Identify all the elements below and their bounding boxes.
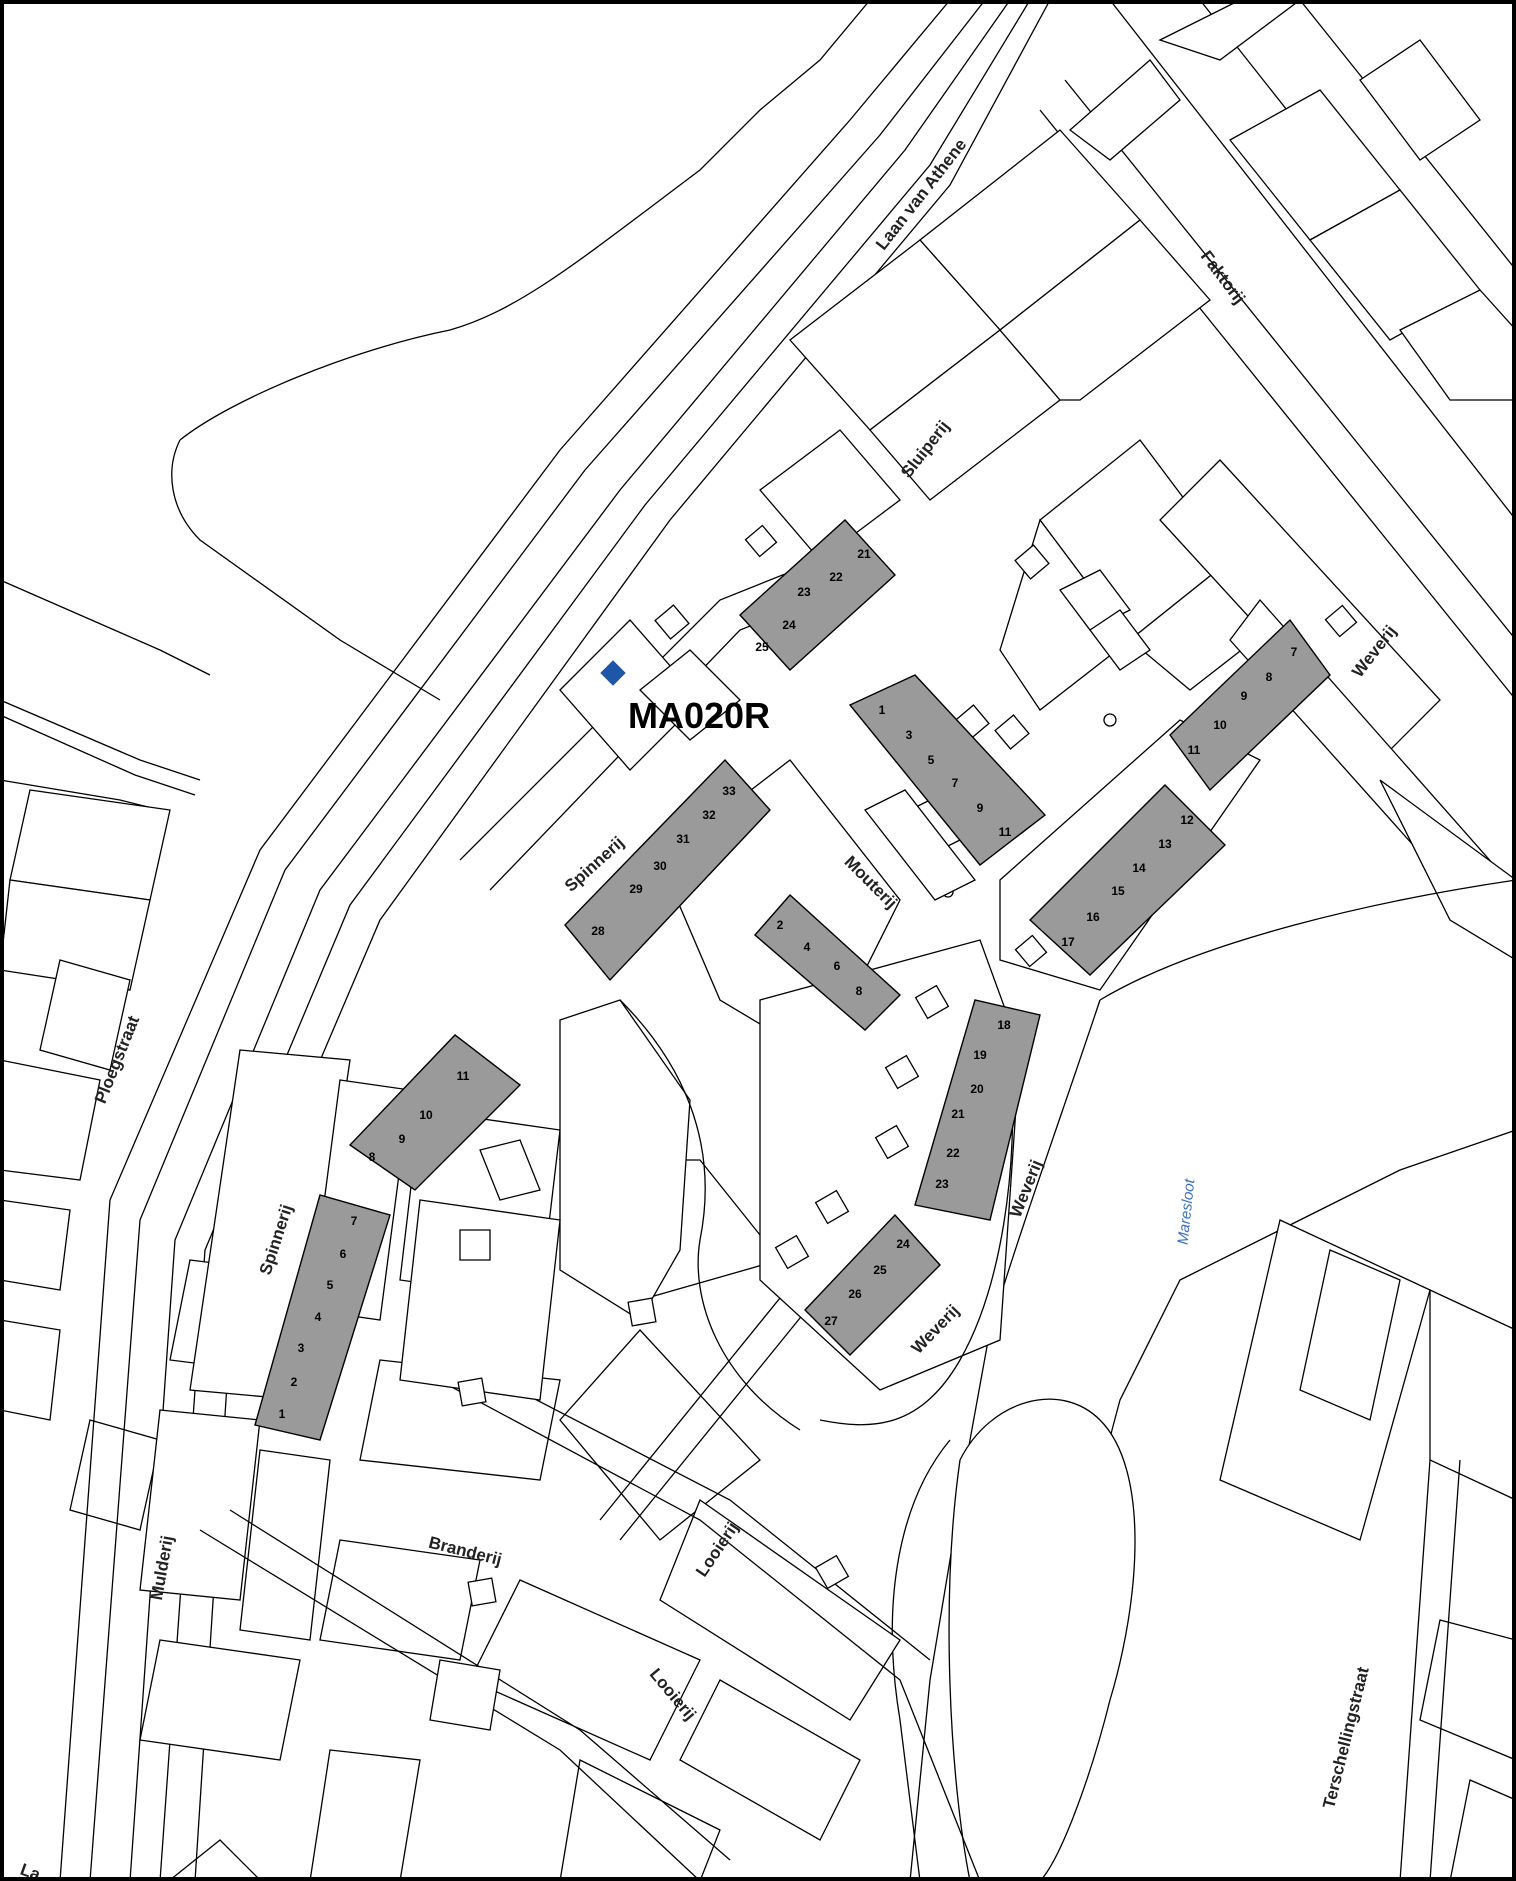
house-number: 15 [1111,884,1125,898]
house-number: 27 [824,1314,838,1328]
house-number: 3 [298,1341,305,1355]
house-number: 8 [856,984,863,998]
house-number: 26 [848,1287,862,1301]
house-number: 9 [1241,689,1248,703]
house-number: 9 [977,801,984,815]
house-number: 33 [722,784,736,798]
house-number: 4 [315,1310,322,1324]
house-number: 23 [935,1177,949,1191]
house-number: 22 [829,570,843,584]
water-label-maresloot: Maresloot [1175,1177,1199,1245]
house-number: 19 [973,1048,987,1062]
house-number: 25 [873,1263,887,1277]
house-number: 23 [797,585,811,599]
house-number: 32 [702,808,716,822]
house-number: 11 [457,1069,470,1083]
house-number: 5 [327,1278,334,1292]
house-number: 7 [351,1214,358,1228]
house-number: 10 [1213,718,1227,732]
house-number: 9 [399,1132,406,1146]
street-label-la: La [18,1860,44,1881]
house-number: 6 [834,959,841,973]
house-number: 29 [629,882,643,896]
house-number: 24 [782,618,796,632]
house-number: 6 [340,1247,347,1261]
location-marker: MA020R [600,660,770,736]
house-number: 21 [951,1107,965,1121]
marker-code-label: MA020R [628,695,770,736]
house-number: 11 [999,825,1012,839]
street-label-terschellingstraat: Terschellingstraat [1319,1665,1373,1811]
house-number: 21 [857,547,871,561]
house-number: 11 [1188,743,1201,757]
house-number: 31 [676,832,690,846]
house-number: 2 [291,1375,298,1389]
house-numbers: 21 22 23 24 25 1 3 5 7 9 11 7 8 9 10 11 … [279,547,1298,1421]
house-number: 16 [1086,910,1100,924]
house-number: 1 [279,1407,286,1421]
house-number: 25 [755,640,769,654]
house-number: 20 [970,1082,984,1096]
house-number: 3 [906,728,913,742]
house-number: 28 [591,924,605,938]
house-number: 2 [777,918,784,932]
house-number: 7 [952,776,959,790]
house-number: 10 [419,1108,433,1122]
house-number: 18 [997,1018,1011,1032]
house-number: 17 [1061,935,1075,949]
house-number: 7 [1291,645,1298,659]
house-number: 12 [1180,813,1194,827]
house-number: 24 [896,1237,910,1251]
house-number: 30 [653,859,667,873]
house-number: 8 [1266,670,1273,684]
marker-diamond [600,660,626,686]
house-number: 22 [946,1146,960,1160]
house-number: 13 [1158,837,1172,851]
house-number: 1 [879,703,886,717]
house-number: 5 [928,753,935,767]
highlighted-buildings [254,519,1331,1441]
house-number: 14 [1132,861,1146,875]
house-number: 4 [804,940,811,954]
house-number: 8 [369,1150,376,1164]
